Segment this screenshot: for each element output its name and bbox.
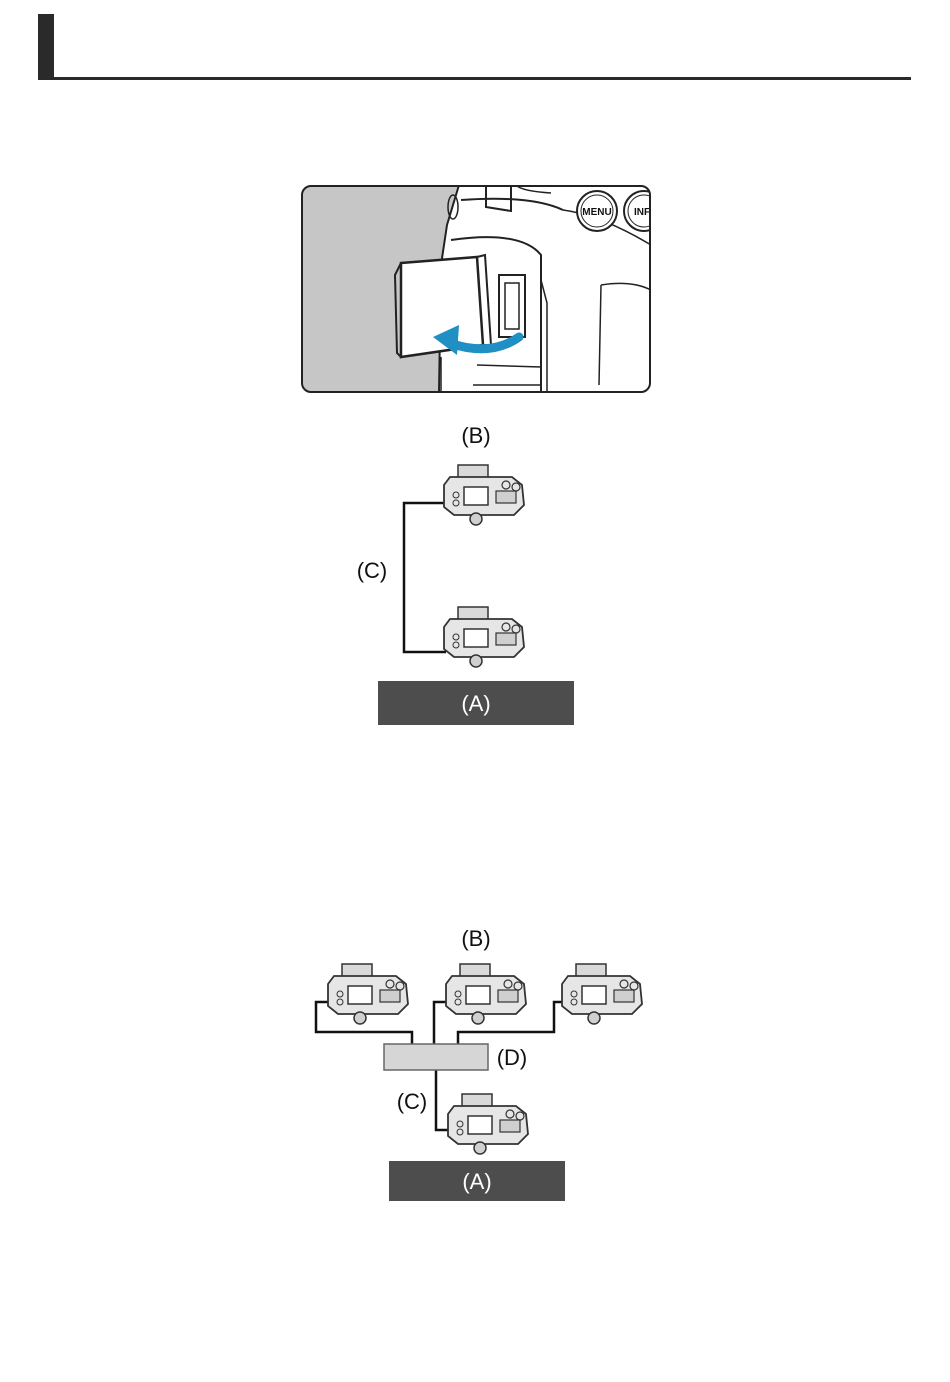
camera-terminal-cover-illustration: MENU INFO <box>301 185 651 393</box>
camera-top-view <box>328 964 408 1024</box>
label-d: (D) <box>497 1045 528 1070</box>
label-c: (C) <box>397 1089 428 1114</box>
section-divider <box>38 77 911 80</box>
menu-button-label: MENU <box>582 207 611 218</box>
label-b: (B) <box>461 423 490 448</box>
label-c: (C) <box>357 558 388 583</box>
diagram-hub-connection: (B) (D) (C) <box>300 920 650 1205</box>
section-marker <box>38 14 54 80</box>
ethernet-cable <box>404 503 446 652</box>
camera-top-view <box>444 465 524 525</box>
label-b: (B) <box>461 926 490 951</box>
cable-center <box>434 1002 448 1044</box>
info-button-label: INFO <box>634 207 651 218</box>
camera-top-view <box>446 964 526 1024</box>
label-a: (A) <box>461 691 490 716</box>
diagram-direct-connection: (B) (C) (A) <box>340 415 600 730</box>
camera-top-view <box>448 1094 528 1154</box>
label-a: (A) <box>462 1169 491 1194</box>
hub-d <box>384 1044 488 1070</box>
camera-top-view <box>444 607 524 667</box>
camera-top-view <box>562 964 642 1024</box>
